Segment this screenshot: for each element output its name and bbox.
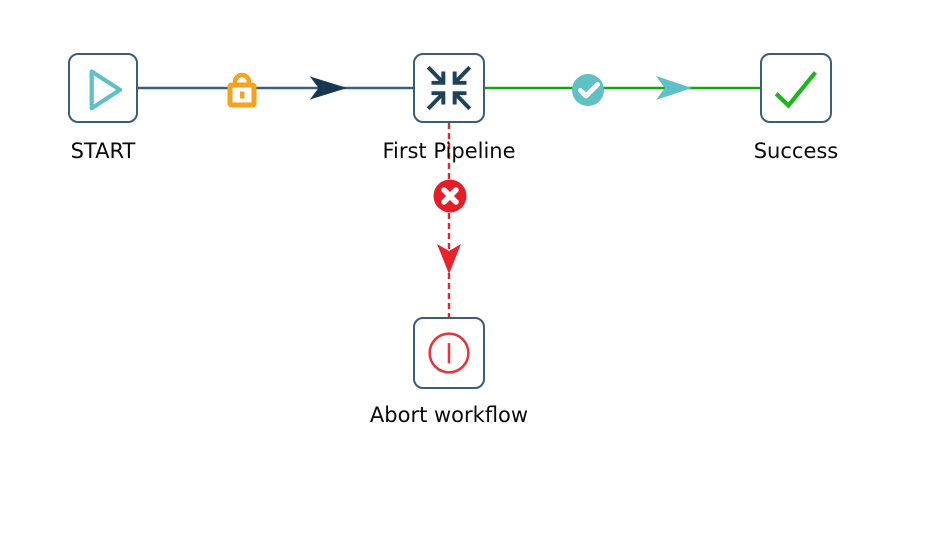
lock-keyhole	[240, 91, 245, 99]
node-start[interactable]	[68, 53, 138, 123]
node-first-pipeline-label: First Pipeline	[382, 139, 516, 163]
success-badge-check-icon	[578, 82, 600, 99]
edge-start-arrowhead-icon	[310, 76, 347, 100]
success-badge-circle	[572, 74, 604, 106]
play-icon	[89, 69, 123, 111]
node-success[interactable]	[760, 53, 832, 123]
edge-abort-arrowhead-icon	[437, 244, 461, 274]
error-badge-x-icon	[441, 187, 459, 205]
power-off-icon	[428, 332, 470, 374]
lock-shackle	[232, 72, 252, 86]
success-check-badge[interactable]	[572, 74, 604, 106]
node-abort-workflow-label: Abort workflow	[369, 403, 529, 427]
node-success-label: Success	[753, 139, 839, 163]
lock-icon[interactable]	[227, 72, 257, 108]
error-x-badge[interactable]	[433, 179, 467, 213]
check-icon	[774, 71, 818, 109]
compress-arrows-icon	[426, 65, 472, 111]
edge-success-arrowhead-icon	[656, 76, 692, 100]
node-start-label: START	[70, 139, 136, 163]
node-first-pipeline[interactable]	[413, 53, 485, 123]
node-abort-workflow[interactable]	[413, 317, 485, 389]
